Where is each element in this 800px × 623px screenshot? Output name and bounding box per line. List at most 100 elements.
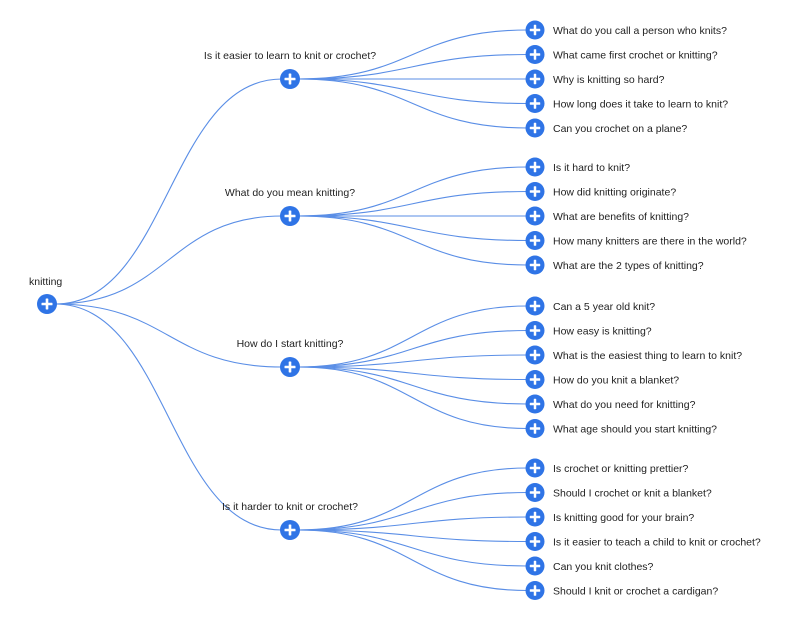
branch-to-leaf-link [297,305,528,368]
branch-to-leaf-link [297,329,528,368]
leaf-node-button[interactable] [525,94,545,113]
leaf-label: What came first crochet or knitting? [553,50,718,62]
branch-to-leaf-link [297,53,528,80]
leaf-label: Can you crochet on a plane? [553,123,687,135]
plus-icon [529,98,541,109]
leaf-node-button[interactable] [525,532,545,551]
plus-icon [529,585,541,596]
branch-to-leaf-link [297,215,528,242]
plus-icon [529,210,541,222]
leaf-node-button[interactable] [525,556,545,576]
plus-icon [529,161,541,173]
leaf-node-button[interactable] [525,581,545,600]
leaf-label: How easy is knitting? [553,326,652,338]
plus-icon [529,374,541,385]
leaf-node-button[interactable] [525,231,545,250]
branch-node-button[interactable] [280,357,300,377]
leaf-node-button[interactable] [525,345,545,365]
leaf-label: Should I crochet or knit a blanket? [553,488,712,500]
leaf-node-button[interactable] [525,45,545,64]
leaf-label: Is it hard to knit? [553,162,630,174]
branch-label: What do you mean knitting? [225,187,355,199]
plus-icon [529,423,541,434]
leaf-label: What do you call a person who knits? [553,25,727,37]
branch-to-leaf-link [297,190,528,217]
leaf-node-button[interactable] [525,118,545,138]
tree-nodes: knitting Is it easier to learn to knit or… [29,20,761,600]
leaf-label: Can a 5 year old knit? [553,301,655,313]
plus-icon [529,186,541,197]
branch-node-button[interactable] [280,520,300,540]
branch-to-leaf-link [297,29,528,80]
plus-icon [529,73,541,85]
branch-node-button[interactable] [280,69,300,89]
root-node-button[interactable] [37,294,57,314]
leaf-label: What are the 2 types of knitting? [553,260,704,272]
leaf-node-button[interactable] [525,296,545,316]
branch-node-button[interactable] [280,206,300,226]
branch-to-leaf-link [297,529,528,592]
plus-icon [529,300,541,312]
branch-to-leaf-link [297,529,528,543]
leaf-node-button[interactable] [525,394,545,414]
leaf-node-button[interactable] [525,419,545,438]
branch-to-leaf-link [297,516,528,531]
plus-icon [284,73,296,85]
plus-icon [284,361,296,373]
leaf-node-button[interactable] [525,206,545,226]
leaf-node-button[interactable] [525,321,545,340]
root-to-branch-link [54,303,283,531]
plus-icon [529,259,541,271]
plus-icon [284,524,296,536]
plus-icon [529,49,541,60]
plus-icon [529,235,541,246]
leaf-label: How did knitting originate? [553,187,676,199]
branch-to-leaf-link [297,366,528,381]
plus-icon [529,398,541,410]
root-to-branch-link [54,215,283,305]
leaf-label: What do you need for knitting? [553,399,696,411]
plus-icon [529,511,541,523]
leaf-node-button[interactable] [525,182,545,201]
leaf-label: What are benefits of knitting? [553,211,689,223]
branch-label: How do I start knitting? [237,338,344,350]
leaf-node-button[interactable] [525,507,545,527]
root-label: knitting [29,276,62,288]
branch-to-leaf-link [297,366,528,430]
leaf-node-button[interactable] [525,458,545,478]
leaf-node-button[interactable] [525,20,545,40]
plus-icon [529,487,541,498]
plus-icon [529,462,541,474]
root-to-branch-link [54,303,283,368]
tree-links [54,29,528,592]
plus-icon [529,122,541,134]
plus-icon [529,24,541,36]
branch-to-leaf-link [297,366,528,405]
leaf-node-button[interactable] [525,157,545,177]
leaf-label: Is it easier to teach a child to knit or… [553,537,761,549]
plus-icon [529,325,541,336]
branch-label: Is it harder to knit or crochet? [222,501,358,513]
leaf-node-button[interactable] [525,483,545,502]
branch-to-leaf-link [297,166,528,217]
leaf-label: How many knitters are there in the world… [553,236,747,248]
branch-to-leaf-link [297,215,528,266]
root-to-branch-link [54,78,283,305]
leaf-label: Is crochet or knitting prettier? [553,463,689,475]
plus-icon [284,210,296,222]
branch-to-leaf-link [297,491,528,531]
leaf-node-button[interactable] [525,370,545,389]
branch-to-leaf-link [297,354,528,368]
branch-label: Is it easier to learn to knit or crochet… [204,50,376,62]
leaf-label: How long does it take to learn to knit? [553,99,728,111]
branch-to-leaf-link [297,78,528,129]
leaf-label: How do you knit a blanket? [553,375,679,387]
plus-icon [529,349,541,361]
leaf-label: Why is knitting so hard? [553,74,665,86]
leaf-node-button[interactable] [525,69,545,89]
leaf-label: Can you knit clothes? [553,561,654,573]
branch-to-leaf-link [297,529,528,567]
branch-to-leaf-link [297,467,528,531]
leaf-node-button[interactable] [525,255,545,275]
